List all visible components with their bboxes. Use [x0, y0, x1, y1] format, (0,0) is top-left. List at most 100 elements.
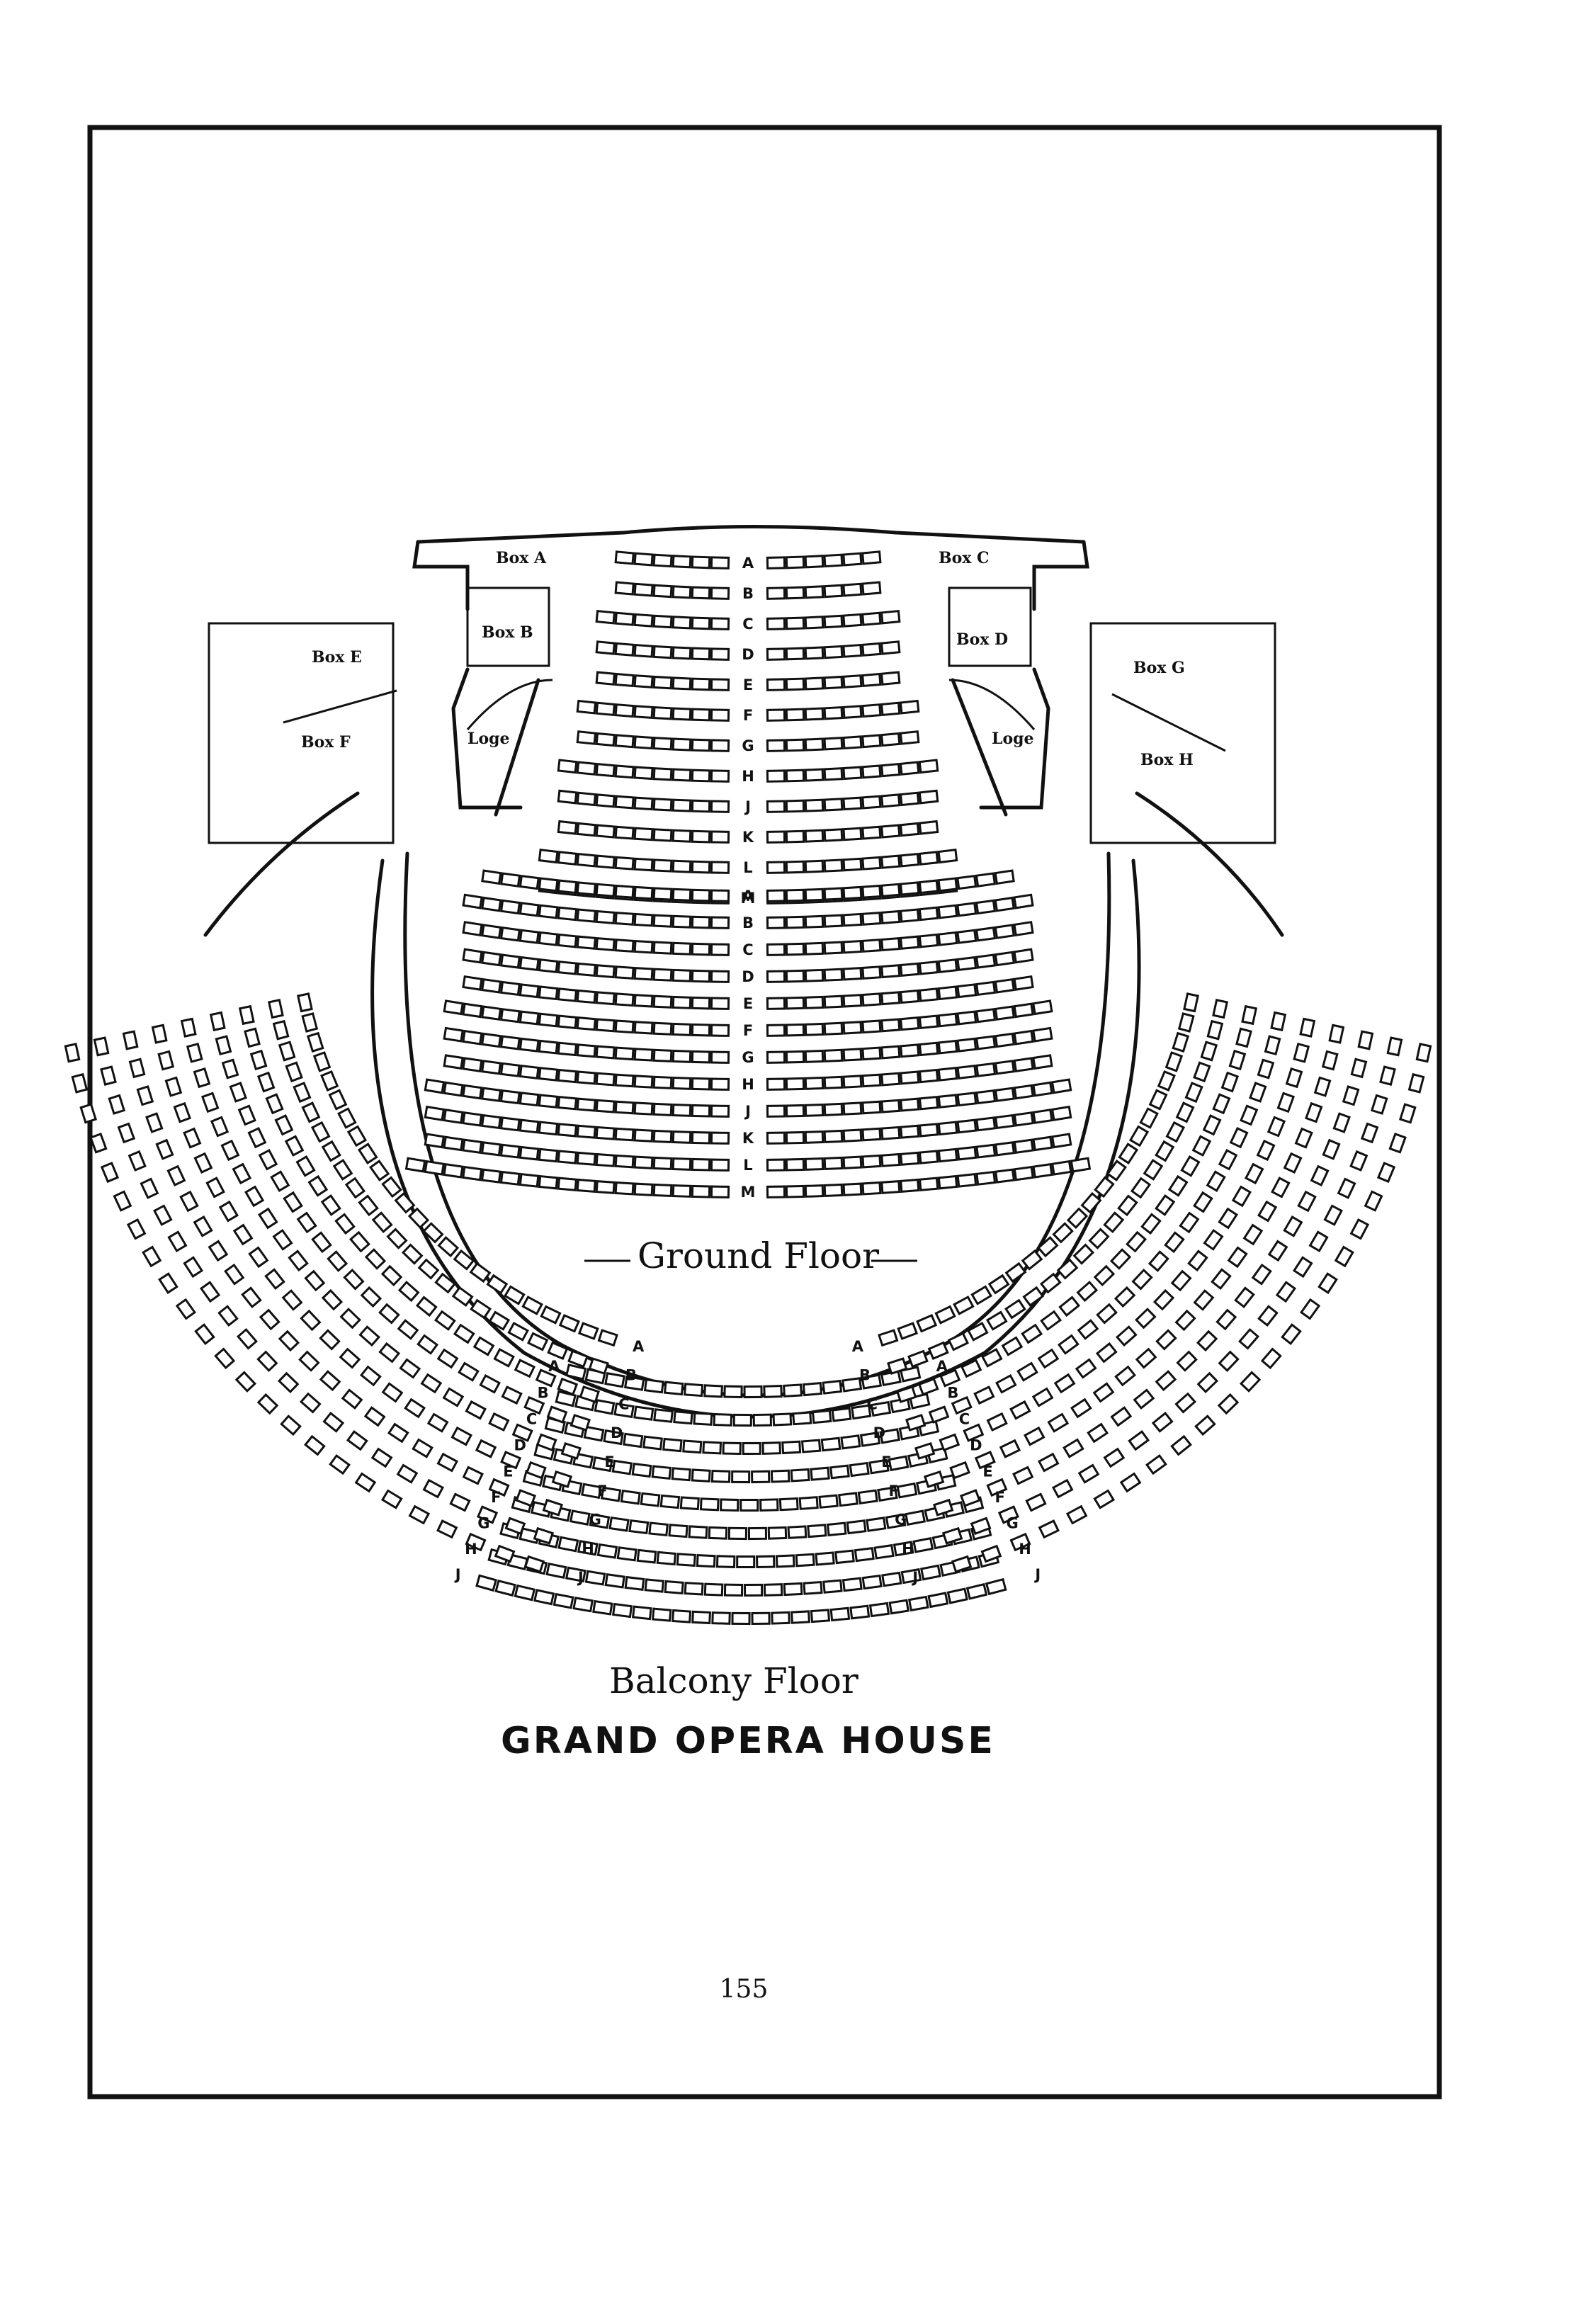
balcony-left-wing-seat	[434, 1272, 457, 1294]
balcony-left-wing-seat	[278, 1041, 296, 1062]
balcony-left-wing-seat	[71, 1072, 89, 1094]
balcony-left-wing-seat	[370, 1447, 393, 1468]
balcony-left-wing-seat	[479, 1373, 501, 1394]
balcony-right-wing-seat	[939, 1368, 961, 1388]
ground-front-seat	[842, 705, 863, 719]
ground-front-seat	[861, 672, 882, 688]
ground-rear-seat	[823, 1102, 844, 1116]
ground-front-seat	[823, 553, 844, 568]
ground-rear-seat	[766, 970, 786, 983]
balcony-center-seat	[840, 1434, 861, 1450]
ground-rear-seat	[975, 980, 997, 997]
balcony-right-wing-seat	[1271, 1177, 1291, 1198]
ground-rear-seat	[672, 995, 692, 1009]
balcony-right-wing-seat	[1332, 1112, 1351, 1133]
balcony-left-wing-seat	[270, 1170, 290, 1192]
balcony-left-wing-seat	[113, 1190, 132, 1212]
ground-rear-seat	[956, 1092, 978, 1107]
balcony-center-seat	[783, 1582, 803, 1597]
ground-front-seat	[842, 643, 863, 658]
ground-rear-seat	[766, 889, 786, 902]
balcony-left-wing-seat	[394, 1191, 416, 1214]
ground-rear-seat	[1032, 1162, 1053, 1179]
ground-rear-seat	[633, 912, 654, 927]
balcony-center-seat	[696, 1554, 716, 1568]
ground-rear-seat	[785, 1050, 805, 1064]
ground-rear-seat	[691, 1130, 711, 1145]
balcony-right-wing-seat	[1170, 1269, 1192, 1292]
balcony-left-wing-seat	[301, 1012, 319, 1033]
ground-front-seat	[861, 550, 882, 565]
ground-front-seat	[880, 793, 901, 808]
ground-rear-seat	[633, 1182, 654, 1196]
ground-rear-seat	[899, 962, 920, 977]
ground-rear-seat	[1032, 1026, 1053, 1043]
balcony-left-wing-seat	[458, 1361, 480, 1382]
balcony-row-label-right: E	[982, 1463, 992, 1480]
balcony-right-wing-seat	[927, 1341, 949, 1361]
balcony-right-wing-seat	[1093, 1489, 1116, 1509]
ground-rear-seat	[672, 888, 692, 902]
balcony-right-wing-seat	[1037, 1348, 1060, 1369]
balcony-right-wing-seat	[1249, 1082, 1267, 1103]
balcony-left-wing-seat	[301, 1101, 321, 1123]
ground-front-seat	[652, 675, 673, 690]
balcony-center-seat	[761, 1441, 781, 1455]
balcony-row-label-right: B	[947, 1384, 958, 1401]
balcony-right-wing-seat	[1212, 999, 1229, 1019]
balcony-right-wing-seat	[1165, 1121, 1186, 1143]
balcony-center-seat	[879, 1428, 901, 1444]
balcony-right-wing-seat	[1126, 1230, 1148, 1253]
ground-front-seat	[861, 734, 882, 749]
ground-rear-seat	[766, 1158, 786, 1172]
balcony-right-wing-seat	[1155, 1329, 1177, 1351]
balcony-left-wing-seat	[514, 1359, 536, 1378]
ground-front-row-label: L	[743, 859, 752, 876]
ground-rear-seat	[804, 1184, 824, 1198]
balcony-center-seat	[715, 1555, 736, 1568]
ground-front-seat	[633, 613, 654, 628]
ground-rear-row-label: E	[743, 995, 753, 1012]
ground-front-seat	[823, 767, 844, 781]
ground-rear-seat	[424, 1160, 445, 1176]
ground-front-seat	[557, 851, 578, 866]
ground-rear-seat	[691, 888, 711, 902]
balcony-center-seat	[603, 1429, 624, 1446]
ground-front-seat	[595, 854, 616, 869]
ground-rear-seat	[538, 877, 559, 892]
balcony-row-label-right: C	[959, 1411, 970, 1428]
balcony-center-seat	[965, 1582, 988, 1600]
balcony-center-seat	[494, 1579, 516, 1597]
balcony-center-seat	[880, 1370, 902, 1387]
ground-rear-seat	[994, 1005, 1015, 1021]
balcony-row-label-left: H	[465, 1541, 477, 1558]
balcony-row-label-left: F	[491, 1489, 501, 1506]
ground-rear-seat	[842, 1101, 863, 1116]
ground-rear-seat	[937, 1094, 958, 1109]
ground-rear-seat	[861, 1046, 882, 1061]
balcony-left-wing-seat	[436, 1452, 459, 1473]
balcony-right-wing-seat	[1077, 1463, 1100, 1484]
ground-rear-seat	[785, 969, 805, 983]
ground-rear-seat	[785, 1023, 805, 1037]
ground-rear-seat	[1032, 1135, 1053, 1152]
balcony-right-wing-seat	[1155, 1194, 1176, 1216]
ground-rear-seat	[918, 933, 939, 948]
balcony-center-seat	[545, 1562, 567, 1580]
ground-rear-seat	[652, 941, 673, 955]
balcony-row-label-right: A	[936, 1358, 948, 1375]
balcony-center-seat	[747, 1526, 768, 1541]
balcony-center-seat	[759, 1498, 779, 1512]
ground-front-seat	[633, 552, 654, 567]
balcony-left-wing-seat	[378, 1303, 400, 1325]
ground-rear-seat	[499, 1008, 521, 1024]
balcony-right-wing-seat	[1220, 1071, 1240, 1093]
ground-rear-seat	[614, 912, 635, 926]
ground-rear-seat	[804, 888, 824, 902]
balcony-center-seat	[731, 1611, 751, 1626]
ground-front-seat	[880, 763, 901, 778]
ground-front-row-label: F	[743, 707, 753, 724]
balcony-right-wing-seat	[1218, 1350, 1240, 1373]
ground-rear-seat	[443, 1109, 464, 1124]
balcony-left-wing-seat	[259, 1308, 280, 1331]
